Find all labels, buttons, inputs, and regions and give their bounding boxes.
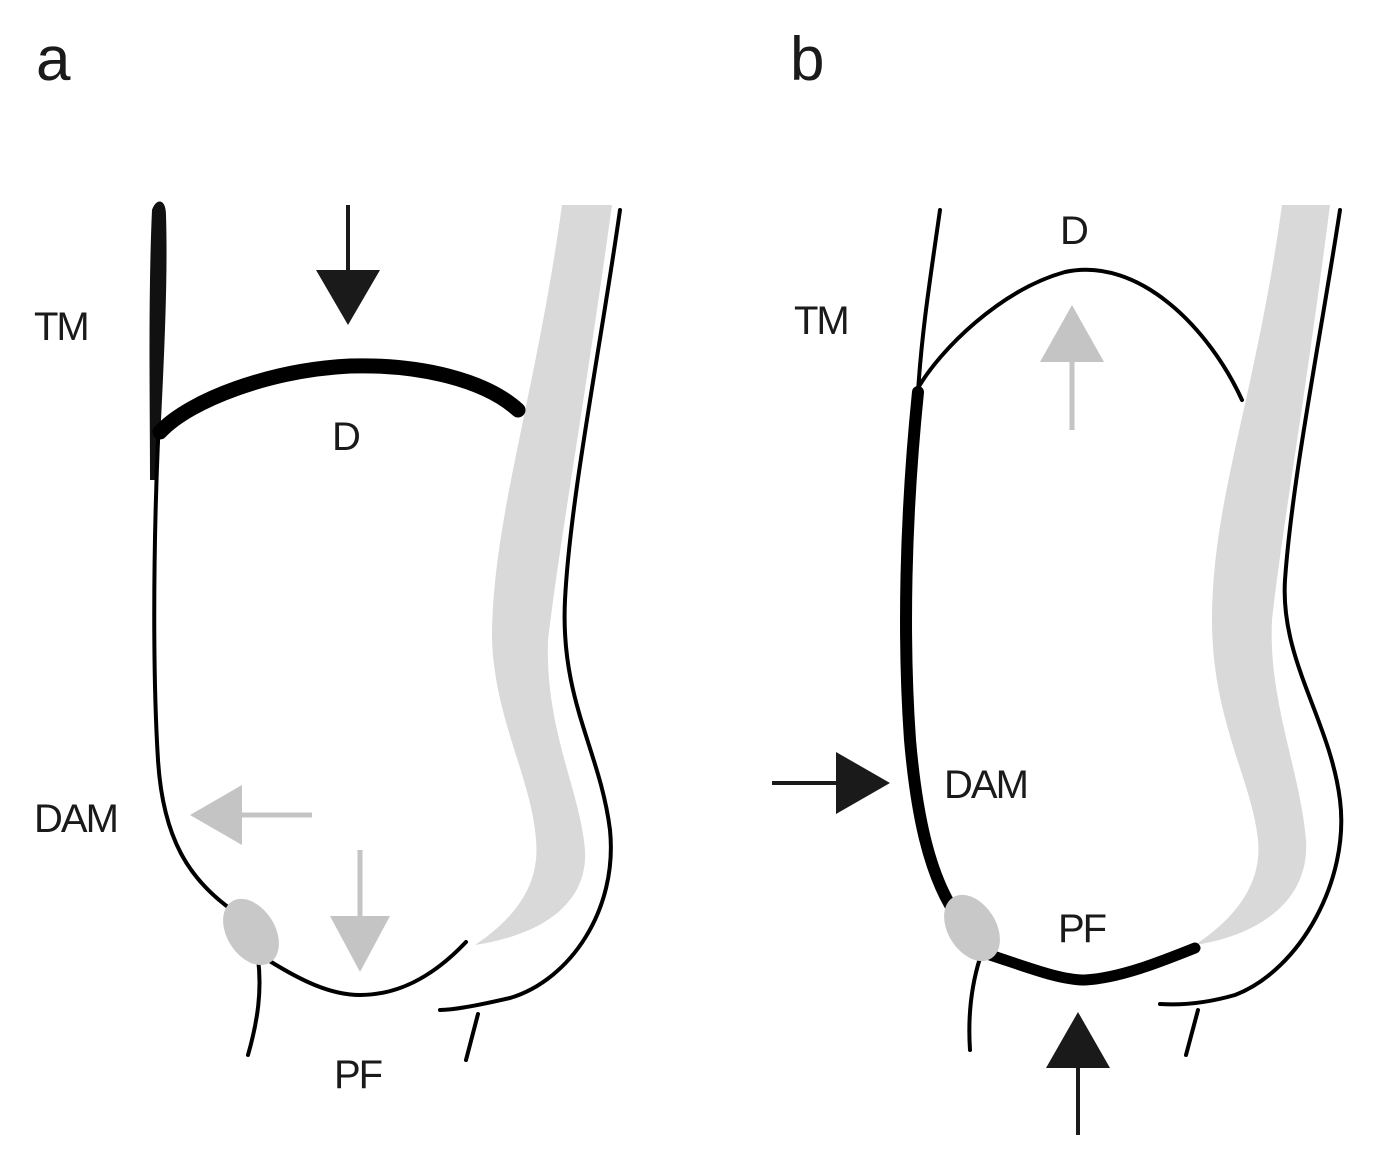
panel-a-anterior-wall	[149, 201, 167, 481]
panel-a-label-tm: TM	[34, 305, 88, 349]
panel-a-leg-left	[246, 956, 262, 1057]
panel-a-arrow-down-dark	[316, 205, 380, 325]
panel-a-leg-right	[464, 1012, 480, 1062]
panel-b-letter: b	[790, 25, 824, 94]
panel-a-arrow-down-light	[330, 850, 390, 972]
panel-b-label-d: D	[1060, 209, 1087, 253]
panel-b-leg-left	[967, 956, 982, 1052]
panel-b-diaphragm	[916, 268, 1244, 402]
panel-a-arrow-left-light	[190, 785, 312, 845]
panel-b-pelvic-floor	[984, 942, 1201, 986]
panel-a-pelvic-floor	[266, 940, 468, 997]
panel-a-diaphragm	[152, 358, 526, 440]
panel-b-anterior-wall	[900, 386, 956, 911]
panel-a-letter: a	[36, 25, 71, 94]
panel-b: b TM D	[772, 25, 1344, 1135]
panel-b-label-dam: DAM	[944, 763, 1027, 807]
panel-a: a TM D DAM	[34, 25, 622, 1097]
panel-a-nodule	[223, 898, 279, 966]
panel-b-posterior-line	[1158, 208, 1344, 1007]
panel-b-anterior-upper	[916, 208, 942, 394]
panel-a-spine-band	[475, 205, 612, 945]
panel-b-label-pf: PF	[1058, 907, 1106, 951]
panel-b-label-tm: TM	[794, 299, 848, 343]
panel-a-label-pf: PF	[334, 1053, 382, 1097]
panel-a-label-dam: DAM	[34, 797, 117, 841]
panel-a-anterior-line	[152, 438, 234, 912]
panel-b-nodule	[944, 894, 1000, 962]
panel-b-arrow-up-light	[1040, 305, 1104, 430]
panel-b-arrow-right-dark	[772, 752, 890, 814]
panel-a-label-d: D	[332, 415, 359, 459]
panel-b-arrow-up-dark	[1046, 1012, 1110, 1135]
panel-a-posterior-line	[438, 208, 622, 1012]
panel-b-spine-band	[1195, 205, 1330, 945]
panel-b-leg-right	[1184, 1008, 1200, 1057]
